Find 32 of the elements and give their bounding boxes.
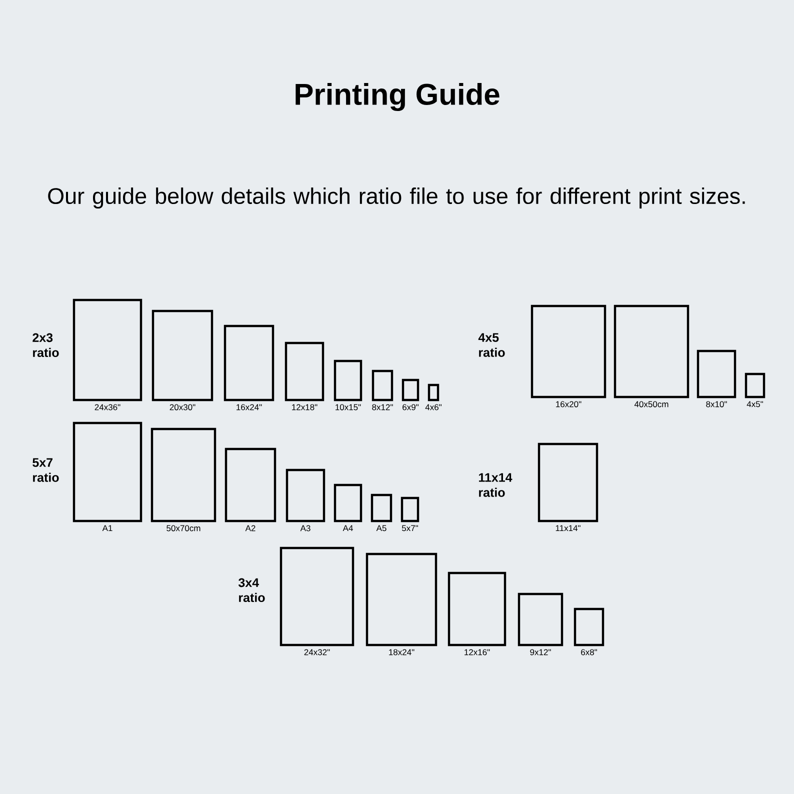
size-label: 18x24" [389,649,414,656]
size-label: 4x6" [425,404,442,410]
size-label: A4 [342,525,353,532]
size-label: A3 [300,525,310,532]
size-label: 6x8" [581,649,597,656]
size-label: 8x10" [706,401,727,408]
size-label: 5x7" [402,525,418,532]
size-label: 4x5" [746,401,763,408]
title: Printing Guide [296,82,500,112]
size-label: A1 [102,525,112,532]
size-label: 24x36" [94,404,120,410]
size-label: 24x32" [304,649,330,656]
size-label: 12x16" [464,649,490,656]
ratio-label: 2x3 ratio [32,333,59,358]
size-label: 9x12" [530,649,551,656]
ratio-label: 11x14 ratio [479,473,512,497]
size-label: 12x18" [292,404,318,410]
size-label: 40x50cm [634,401,668,408]
ratio-label: 3x4 ratio [238,578,265,602]
size-label: 16x24" [236,404,262,410]
size-label: A5 [376,525,386,532]
ratio-label: 5x7 ratio [32,458,59,482]
size-label: A2 [245,525,256,532]
size-label: 20x30" [170,404,196,410]
size-label: 6x9" [402,404,418,410]
size-label: 10x15" [336,404,361,410]
subtitle: Our guide below details which ratio file to use for different print sizes. [48,188,745,208]
size-label: 11x14" [556,525,580,532]
ratio-label: 4x5 ratio [478,333,505,357]
size-label: 16x20" [556,401,582,408]
size-label: 8x12" [372,404,393,410]
size-label: 50x70cm [166,525,200,532]
